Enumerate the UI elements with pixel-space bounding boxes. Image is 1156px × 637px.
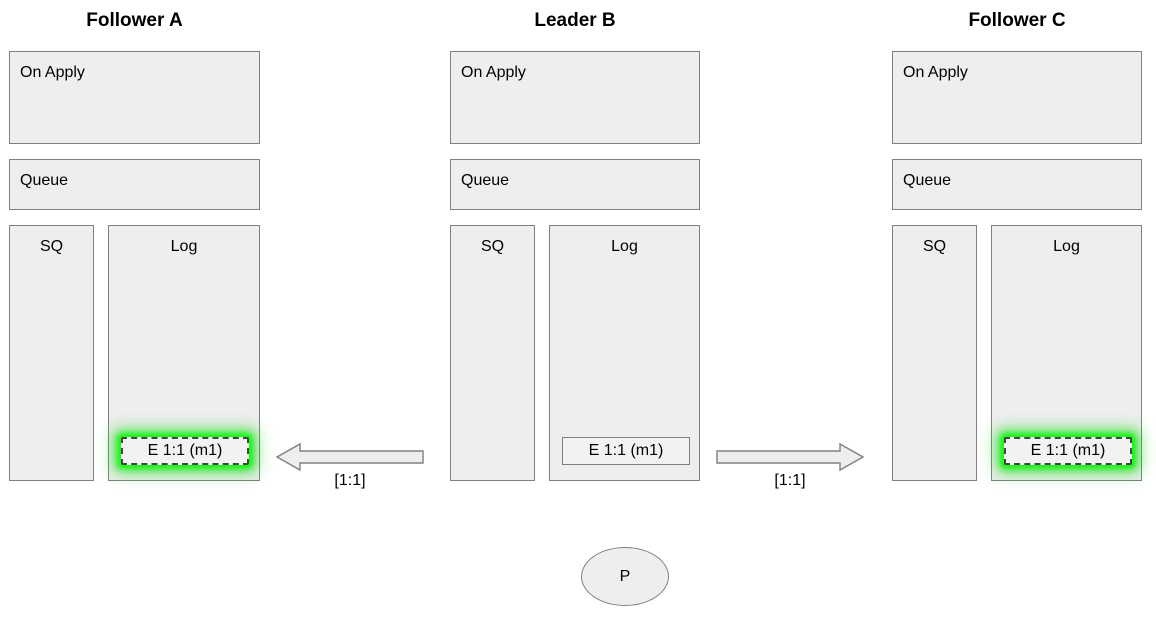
log-entry[interactable]: E 1:1 (m1) (562, 437, 690, 465)
sq-box-follower-a[interactable]: SQ (9, 225, 94, 481)
sq-label: SQ (922, 238, 947, 255)
log-box-leader-b[interactable]: Log E 1:1 (m1) (549, 225, 700, 481)
queue-box-follower-c[interactable]: Queue (892, 159, 1142, 210)
node-title-follower-a: Follower A (86, 10, 183, 31)
node-title-leader-b: Leader B (534, 10, 616, 31)
log-label: Log (170, 238, 198, 255)
on-apply-label: On Apply (20, 64, 85, 81)
log-entry[interactable]: E 1:1 (m1) (121, 437, 249, 465)
sq-label: SQ (39, 238, 64, 255)
queue-label: Queue (20, 172, 69, 189)
on-apply-label: On Apply (461, 64, 526, 81)
arrow-left-label: [1:1] (334, 472, 366, 489)
arrow-right-wrap: [1:1] (716, 442, 864, 489)
log-label: Log (611, 238, 638, 255)
node-title-follower-c: Follower C (968, 10, 1066, 31)
queue-box-follower-a[interactable]: Queue (9, 159, 260, 210)
log-box-follower-c[interactable]: Log E 1:1 (m1) (991, 225, 1142, 481)
arrow-left-icon[interactable] (276, 442, 424, 472)
queue-label: Queue (903, 172, 952, 189)
log-entry[interactable]: E 1:1 (m1) (1004, 437, 1132, 465)
sq-label: SQ (480, 238, 505, 255)
sq-box-leader-b[interactable]: SQ (450, 225, 535, 481)
arrow-left-wrap: [1:1] (276, 442, 424, 489)
on-apply-box-follower-a[interactable]: On Apply (9, 51, 260, 144)
client-node-p[interactable]: P (581, 547, 669, 606)
log-box-follower-a[interactable]: Log E 1:1 (m1) (108, 225, 260, 481)
on-apply-box-follower-c[interactable]: On Apply (892, 51, 1142, 144)
sq-box-follower-c[interactable]: SQ (892, 225, 977, 481)
queue-box-leader-b[interactable]: Queue (450, 159, 700, 210)
arrow-right-label: [1:1] (774, 472, 806, 489)
queue-label: Queue (461, 172, 510, 189)
on-apply-label: On Apply (903, 64, 968, 81)
log-label: Log (1053, 238, 1080, 255)
on-apply-box-leader-b[interactable]: On Apply (450, 51, 700, 144)
arrow-right-icon[interactable] (716, 442, 864, 472)
